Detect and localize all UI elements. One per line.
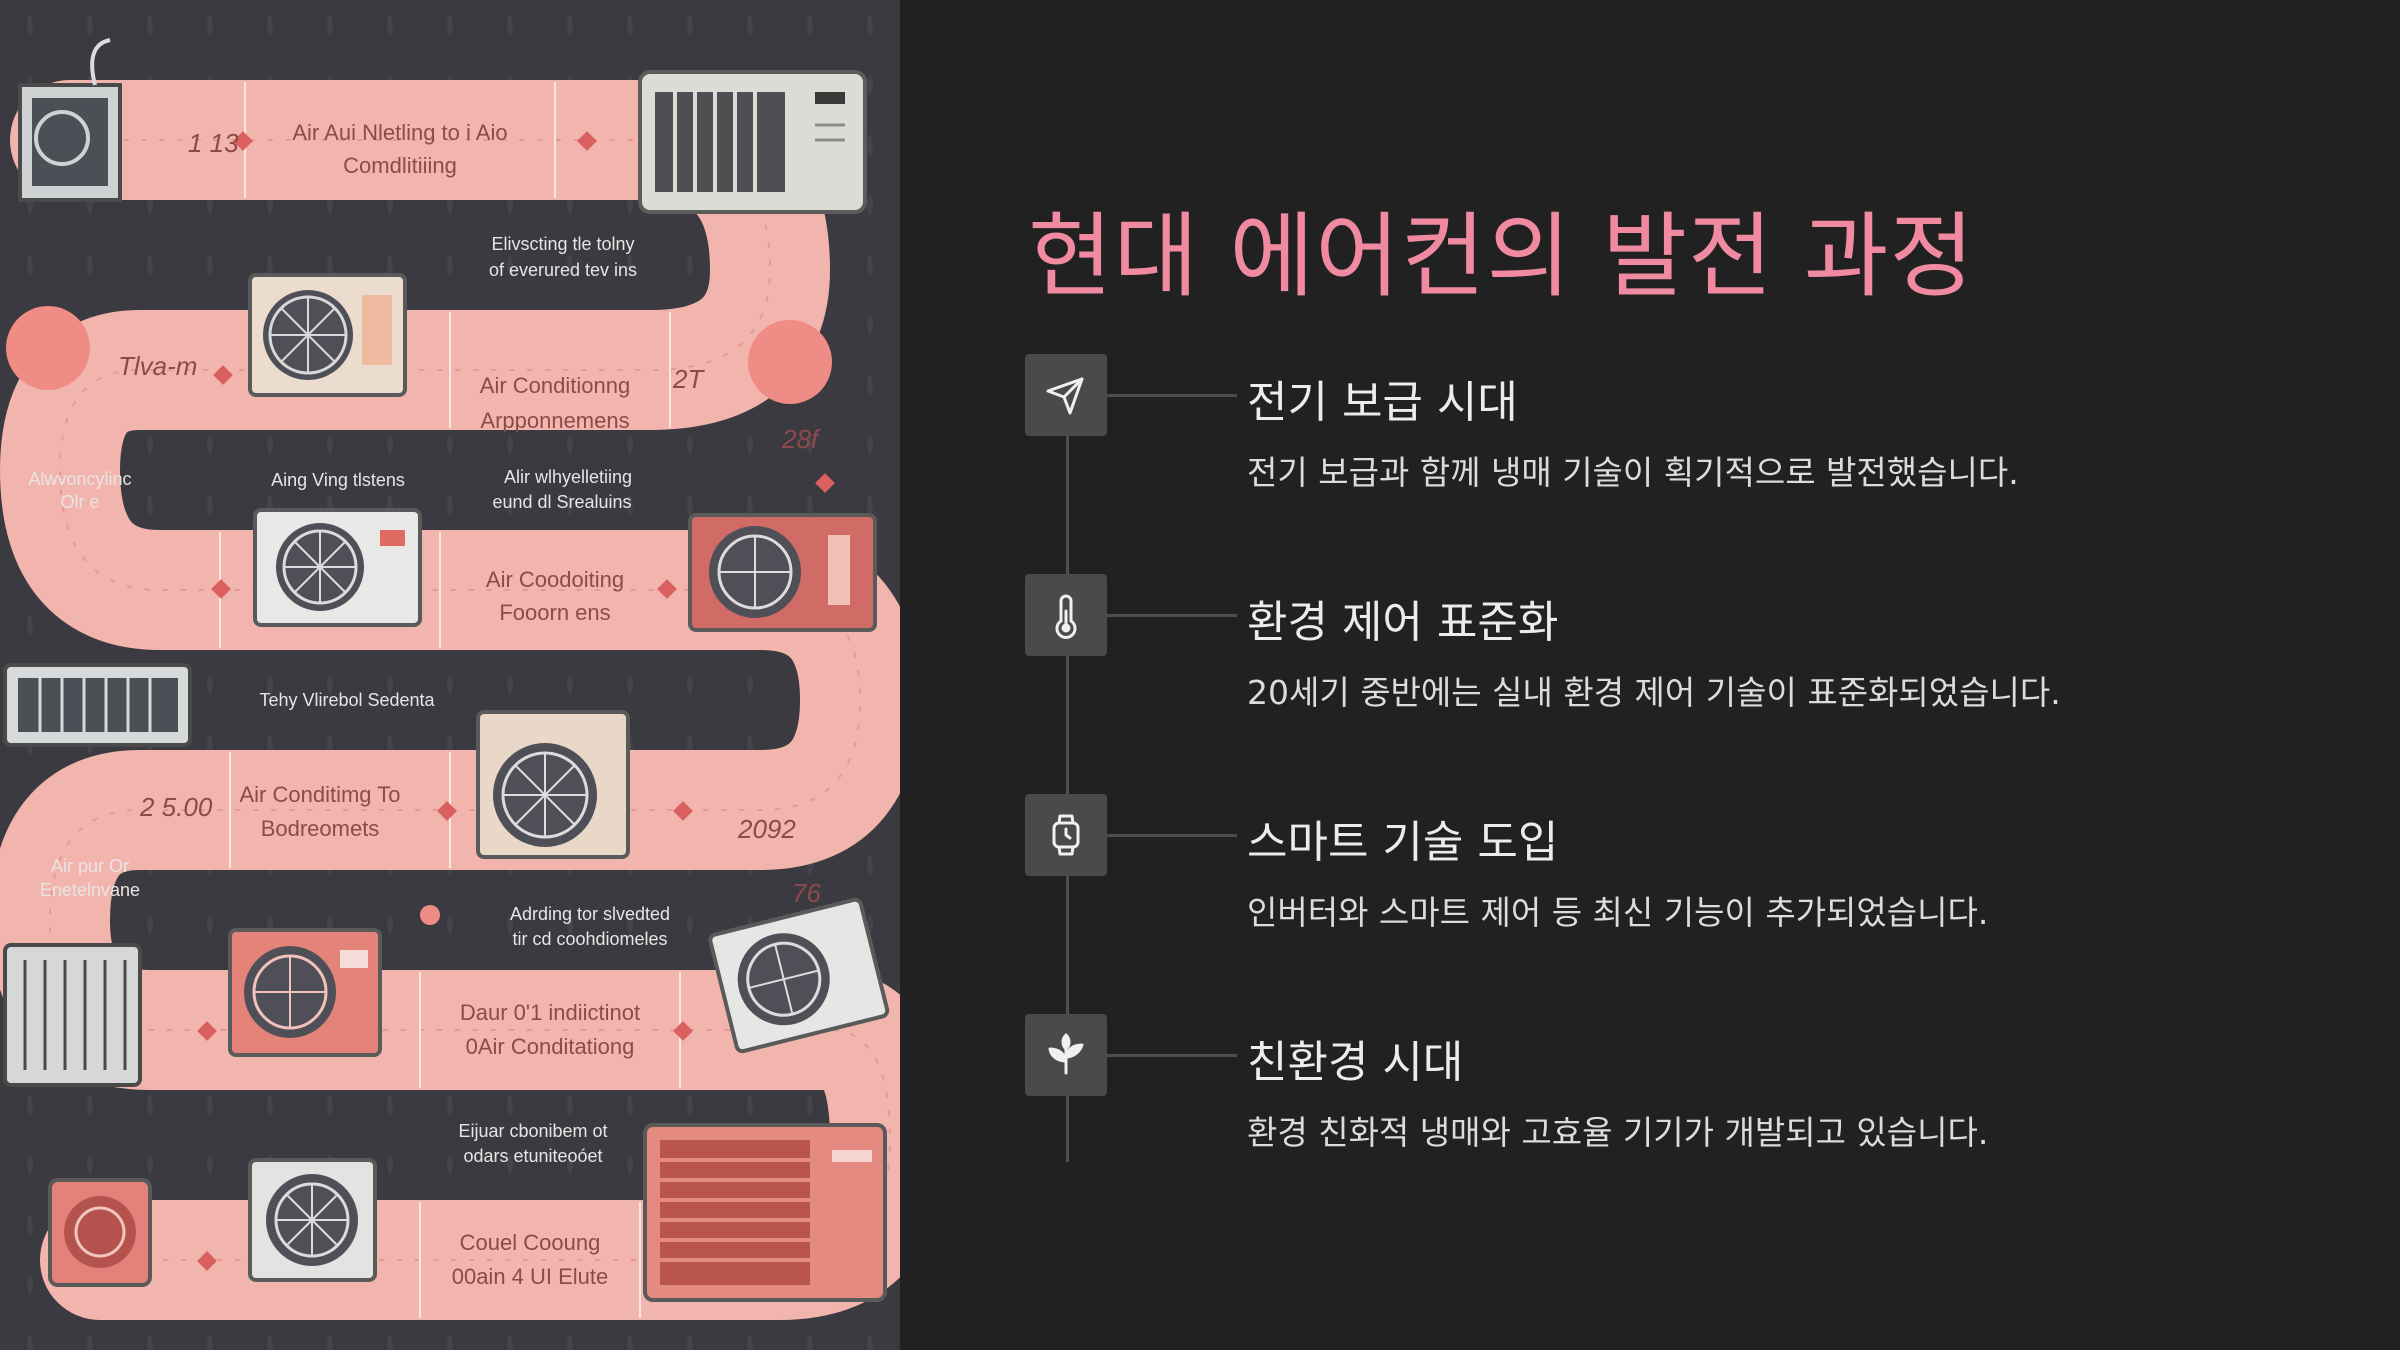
illustration-number: 2 5.00 — [139, 792, 213, 822]
winding-road-illustration: Air Aui Nletling to i Aio Comdlitiiing A… — [0, 0, 900, 1350]
paper-plane-icon — [1025, 354, 1107, 436]
illustration-caption: Air pur Or — [51, 856, 129, 876]
page-title: 현대 에어컨의 발전 과정 — [1028, 203, 1976, 310]
step-description: 환경 친화적 냉매와 고효율 기기가 개발되고 있습니다. — [1247, 1113, 1989, 1152]
illustration-label: Daur 0'1 indiictinot — [460, 1000, 640, 1025]
illustration-label: Air Conditimg To — [240, 782, 401, 807]
step-description: 인버터와 스마트 제어 등 최신 기능이 추가되었습니다. — [1247, 893, 1989, 932]
illustration-label: Bodreomets — [261, 816, 380, 841]
illustration-caption: Enetelnvane — [40, 880, 140, 900]
illustration-number: 2T — [672, 364, 705, 394]
illustration-label: 0Air Conditationg — [466, 1034, 635, 1059]
step-description: 20세기 중반에는 실내 환경 제어 기술이 표준화되었습니다. — [1247, 673, 2061, 712]
illustration-caption: Elivscting tle tolny — [491, 234, 634, 254]
step-title: 친환경 시대 — [1247, 1037, 1464, 1088]
leaf-icon — [1025, 1014, 1107, 1096]
illustration-caption: eund dl Srealuins — [492, 492, 631, 512]
timeline-step: 전기 보급 시대 전기 보급과 함께 냉매 기술이 획기적으로 발전했습니다. — [1025, 354, 2325, 524]
timeline-connector — [1107, 1054, 1237, 1057]
illustration-caption: Alwvoncylinc — [28, 469, 131, 489]
step-description: 전기 보급과 함께 냉매 기술이 획기적으로 발전했습니다. — [1247, 453, 2019, 492]
illustration-label: Air Conditionng — [480, 373, 630, 398]
illustration-caption: tir cd coohdiomeles — [512, 929, 667, 949]
illustration-label: Air Aui Nletling to i Aio — [292, 120, 507, 145]
illustration-number: 28f — [781, 424, 821, 454]
illustration-label: Couel Cooung — [460, 1230, 601, 1255]
timeline-connector — [1107, 614, 1237, 617]
illustration-label: Fooorn ens — [499, 600, 610, 625]
timeline-connector — [1107, 834, 1237, 837]
air-conditioner-illustration: Air Aui Nletling to i Aio Comdlitiiing A… — [0, 0, 900, 1350]
timeline-step: 환경 제어 표준화 20세기 중반에는 실내 환경 제어 기술이 표준화되었습니… — [1025, 574, 2325, 744]
illustration-caption: of everured tev ins — [489, 260, 637, 280]
illustration-label: Comdlitiiing — [343, 153, 457, 178]
illustration-number: Tlva-m — [118, 351, 197, 381]
illustration-number: 76 — [792, 878, 821, 908]
timeline-step: 스마트 기술 도입 인버터와 스마트 제어 등 최신 기능이 추가되었습니다. — [1025, 794, 2325, 964]
illustration-label: Air Coodoiting — [486, 567, 624, 592]
smartwatch-icon — [1025, 794, 1107, 876]
illustration-caption: Tehy Vlirebol Sedenta — [259, 690, 435, 710]
step-title: 스마트 기술 도입 — [1247, 817, 1559, 868]
timeline-step: 친환경 시대 환경 친화적 냉매와 고효율 기기가 개발되고 있습니다. — [1025, 1014, 2325, 1184]
illustration-caption: Adrding tor slvedted — [510, 904, 670, 924]
illustration-caption: Aing Ving tlstens — [271, 470, 405, 490]
timeline-line — [1066, 400, 1069, 1162]
illustration-caption: Olr e — [60, 492, 99, 512]
illustration-label: Arpponnemens — [480, 408, 629, 433]
step-title: 전기 보급 시대 — [1247, 377, 1518, 428]
illustration-number: 1 13 — [188, 128, 239, 158]
illustration-caption: odars etuniteoóet — [463, 1146, 602, 1166]
illustration-number: 2092 — [737, 814, 796, 844]
step-title: 환경 제어 표준화 — [1247, 597, 1559, 648]
thermometer-icon — [1025, 574, 1107, 656]
timeline-connector — [1107, 394, 1237, 397]
illustration-caption: Eijuar cbonibem ot — [458, 1121, 607, 1141]
illustration-label: 00ain 4 UI Elute — [452, 1264, 609, 1289]
illustration-caption: Alir wlhyelletiing — [504, 467, 632, 487]
